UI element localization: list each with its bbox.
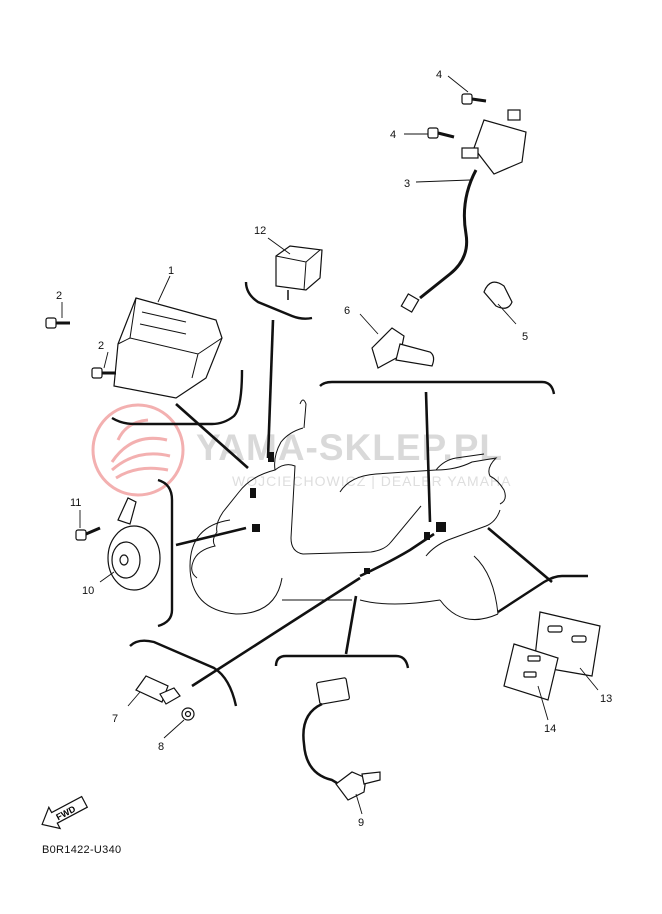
bracket-coil: [319, 380, 556, 395]
watermark-logo: [91, 403, 185, 497]
ignition-coil: [419, 109, 527, 300]
callout-13: 13: [600, 693, 612, 705]
bolt-4a: [461, 93, 487, 105]
leader-lines: [175, 319, 553, 688]
callout-6: 6: [344, 305, 350, 317]
connector-markers: [250, 452, 446, 574]
watermark-sub: WOJCIECHOWICZ | DEALER YAMAHA: [232, 473, 511, 489]
fwd-arrow: FWD: [41, 795, 89, 830]
callout-3: 3: [404, 178, 410, 190]
bracket-ecu: [111, 369, 244, 426]
ecu-unit: [113, 297, 223, 399]
callout-2a: 2: [56, 290, 62, 302]
o2-sensor-9: [302, 677, 381, 801]
clamp-5: [483, 281, 513, 309]
bracket-sensor: [129, 639, 238, 707]
screw-2b: [91, 367, 116, 379]
callout-leaders: [61, 75, 599, 815]
group-brackets: [111, 281, 588, 707]
bracket-horn: [157, 478, 174, 628]
callout-4b: 4: [390, 129, 396, 141]
scooter-silhouette: [189, 399, 506, 621]
relay-12: [275, 245, 323, 300]
callout-5: 5: [522, 331, 528, 343]
callouts: 1 2 2 3 4 4 5 6 7 8 9 10 11 12 13 14: [56, 69, 612, 829]
screw-2a: [45, 317, 70, 329]
callout-1: 1: [168, 265, 174, 277]
horn-10: [107, 497, 161, 591]
washer-8: [181, 707, 195, 721]
bracket-lamp: [497, 574, 588, 614]
plug-cap-6: [371, 293, 435, 369]
callout-2b: 2: [98, 340, 104, 352]
callout-9: 9: [358, 817, 364, 829]
watermark-main: YAMA-SKLEP.PL: [196, 427, 503, 468]
bracket-o2: [274, 654, 410, 669]
callout-11: 11: [70, 497, 81, 509]
callout-8: 8: [158, 741, 164, 753]
plate-bracket-14: [503, 643, 559, 701]
diagram-code: B0R1422-U340: [42, 844, 122, 856]
bolt-11: [75, 526, 101, 541]
bracket-relay: [244, 281, 313, 320]
callout-14: 14: [544, 723, 556, 735]
sensor-7: [135, 675, 181, 705]
callout-12: 12: [254, 225, 266, 237]
callout-7: 7: [112, 713, 118, 725]
callout-4a: 4: [436, 69, 442, 81]
watermark: YAMA-SKLEP.PL WOJCIECHOWICZ | DEALER YAM…: [91, 403, 511, 497]
callout-10: 10: [82, 585, 94, 597]
bolt-4b: [427, 127, 455, 139]
